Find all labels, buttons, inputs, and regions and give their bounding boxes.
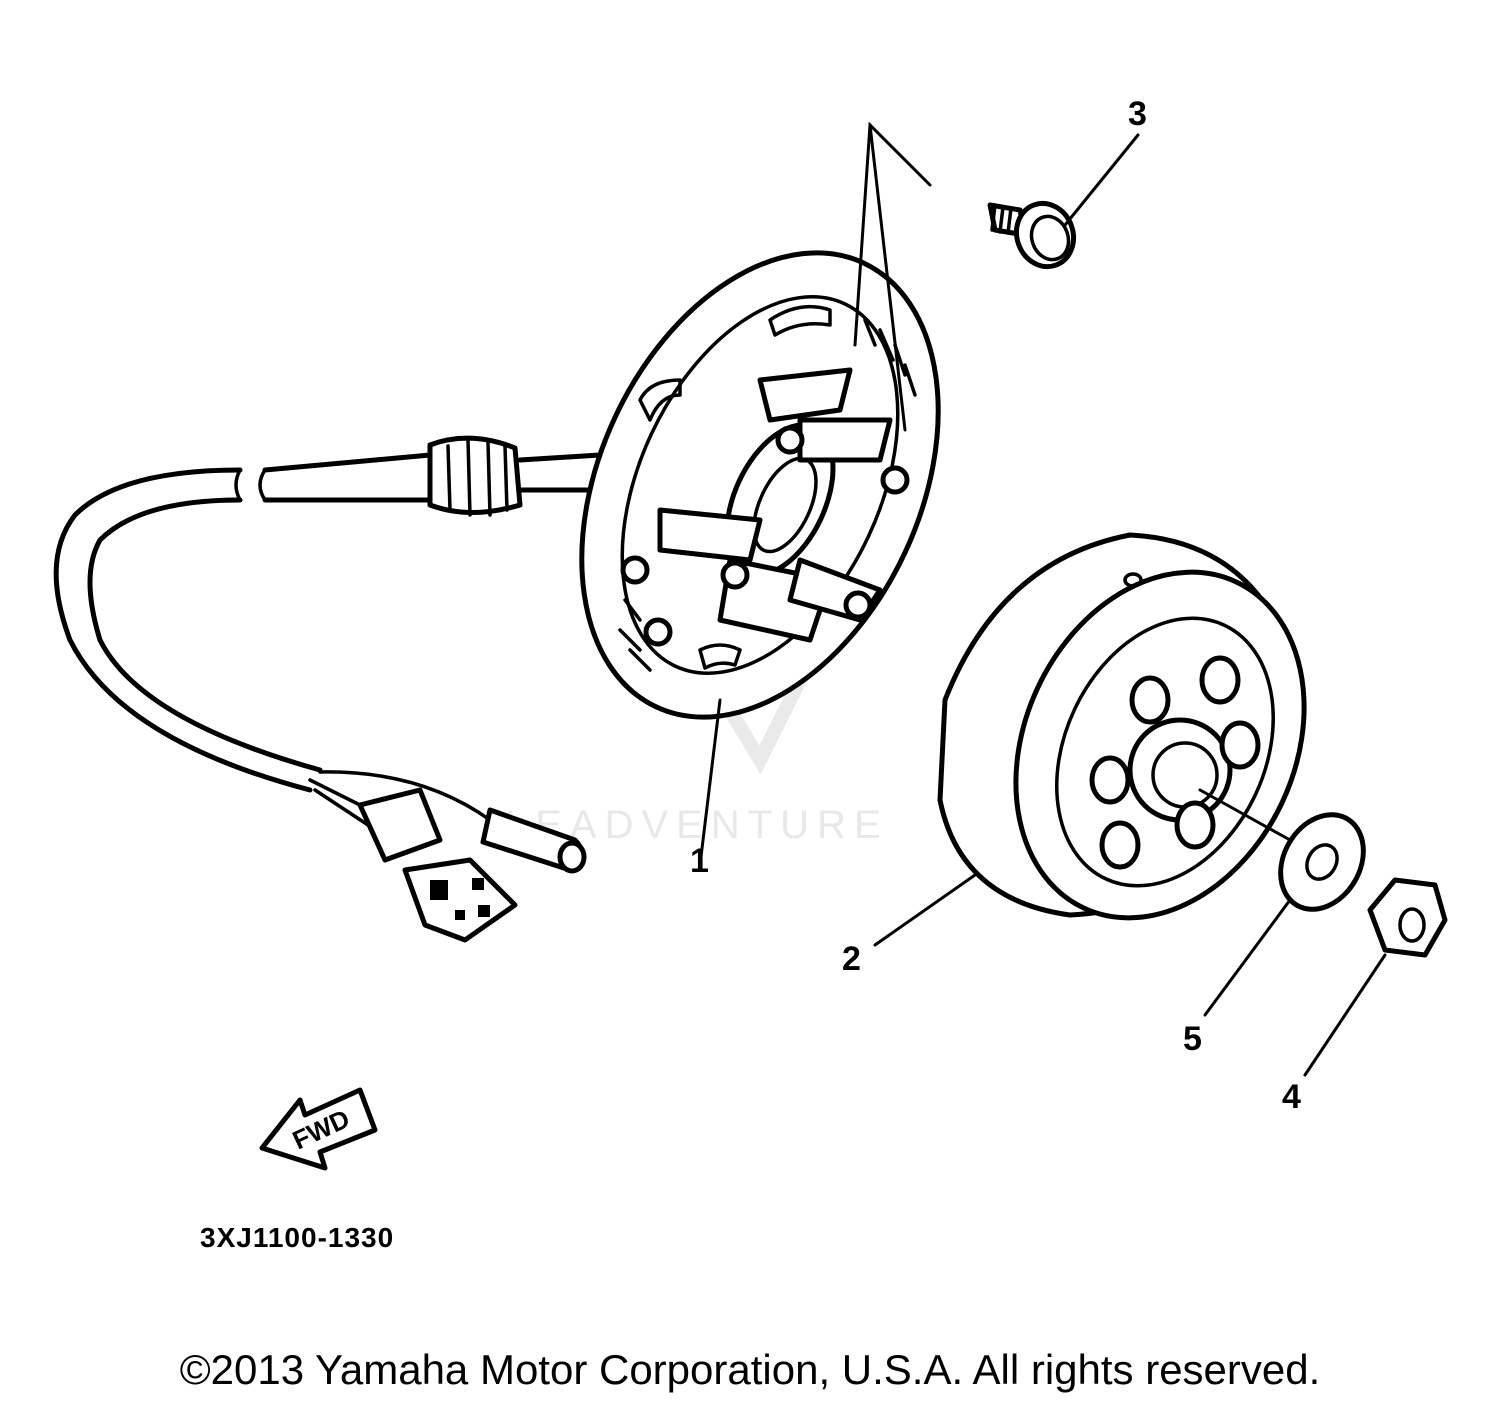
forward-arrow-icon: FWD [259,1087,378,1171]
wiring-harness [53,435,603,943]
copyright-notice: ©2013 Yamaha Motor Corporation, U.S.A. A… [179,1346,1321,1393]
rotor-flywheel [937,532,1307,921]
leader-lines [698,121,1387,1077]
callout-1: 1 [690,842,709,880]
callout-3: 3 [1128,95,1147,133]
nut [1367,877,1448,958]
callout-2: 2 [842,940,861,978]
washer [1278,812,1366,912]
callout-5: 5 [1183,1020,1202,1058]
callout-4: 4 [1282,1078,1301,1116]
bolt [987,200,1076,270]
diagram-part-code: 3XJ1100-1330 [200,1222,394,1253]
stator-plate [579,250,941,720]
